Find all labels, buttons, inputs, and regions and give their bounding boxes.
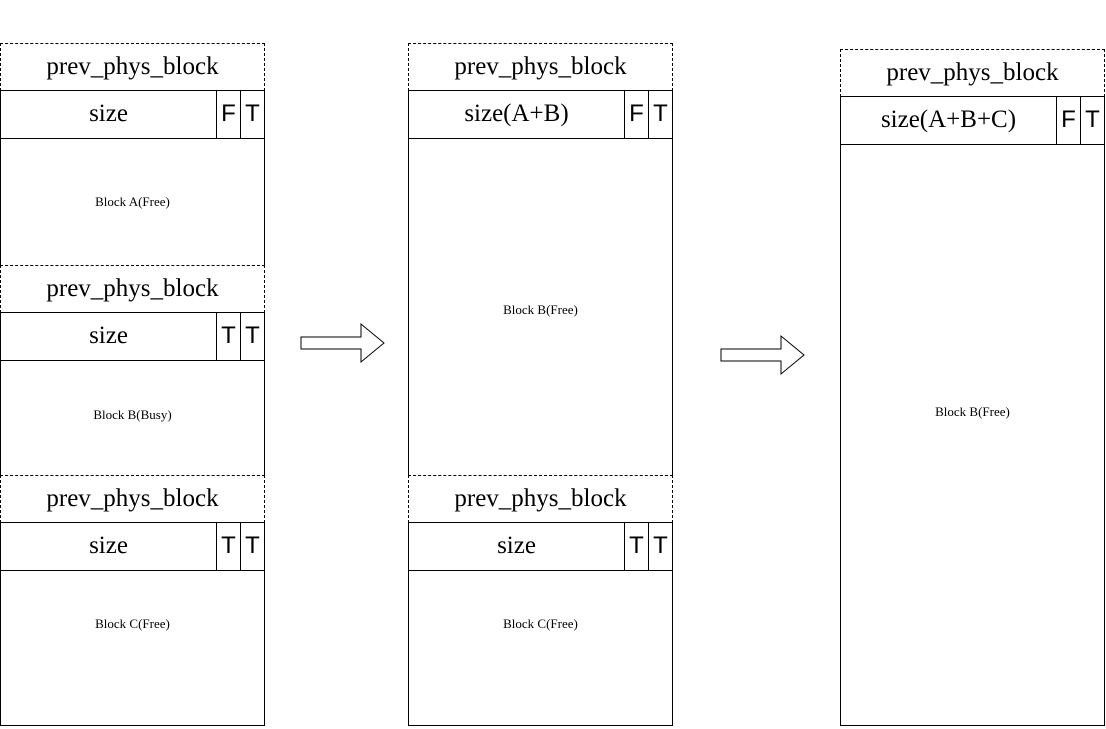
right-arrow-icon bbox=[300, 322, 385, 364]
block-a-prev-label: prev_phys_block bbox=[46, 53, 219, 80]
block-b-flag-1: T bbox=[216, 312, 241, 361]
block-c2-flag-1-label: T bbox=[629, 532, 644, 559]
block-a-body: Block A(Free) bbox=[0, 138, 265, 266]
block-c-flag-1: T bbox=[216, 522, 241, 571]
block-ab-size-cell: size(A+B) bbox=[408, 90, 625, 139]
block-ab-flag-2: T bbox=[648, 90, 673, 139]
block-c2-size-cell: size bbox=[408, 522, 625, 571]
block-a-size-label: size bbox=[89, 100, 128, 127]
block-c-flag-2-label: T bbox=[245, 532, 260, 559]
block-a-prev-phys-block: prev_phys_block bbox=[0, 43, 265, 91]
block-b-flag-1-label: T bbox=[221, 322, 236, 349]
block-c-body-label: Block C(Free) bbox=[95, 616, 170, 631]
block-abc-flag-2-label: T bbox=[1085, 106, 1100, 133]
block-ab-size-label: size(A+B) bbox=[464, 100, 569, 127]
block-c2-body: Block C(Free) bbox=[408, 570, 673, 726]
block-abc-flag-1: F bbox=[1056, 96, 1081, 145]
block-c2-size-label: size bbox=[497, 532, 536, 559]
block-c2-flag-1: T bbox=[624, 522, 649, 571]
block-c2-prev-label: prev_phys_block bbox=[454, 485, 627, 512]
block-abc-prev-phys-block: prev_phys_block bbox=[840, 49, 1105, 97]
block-abc-prev-label: prev_phys_block bbox=[886, 59, 1059, 86]
block-abc-flag-1-label: F bbox=[1061, 106, 1076, 133]
block-b-flag-2: T bbox=[240, 312, 265, 361]
block-ab-flag-1-label: F bbox=[629, 100, 644, 127]
block-abc-size-label: size(A+B+C) bbox=[880, 106, 1017, 133]
block-b-prev-label: prev_phys_block bbox=[46, 275, 219, 302]
block-c-prev-phys-block: prev_phys_block bbox=[0, 475, 265, 523]
block-c2-prev-phys-block: prev_phys_block bbox=[408, 475, 673, 523]
block-b-body-label: Block B(Busy) bbox=[93, 407, 172, 422]
block-abc-body-label: Block B(Free) bbox=[935, 404, 1010, 419]
block-a-flag-1-label: F bbox=[221, 100, 236, 127]
block-ab-body-label: Block B(Free) bbox=[503, 302, 578, 317]
block-a-flag-1: F bbox=[216, 90, 241, 139]
block-a-flag-2: T bbox=[240, 90, 265, 139]
block-c-size-cell: size bbox=[0, 522, 217, 571]
block-a-body-label: Block A(Free) bbox=[95, 194, 170, 209]
block-b-size-cell: size bbox=[0, 312, 217, 361]
block-ab-prev-label: prev_phys_block bbox=[454, 53, 627, 80]
block-abc-flag-2: T bbox=[1080, 96, 1105, 145]
block-b-flag-2-label: T bbox=[245, 322, 260, 349]
right-arrow-icon bbox=[720, 334, 805, 376]
block-ab-flag-2-label: T bbox=[653, 100, 668, 127]
block-c2-body-label: Block C(Free) bbox=[503, 616, 578, 631]
block-a-flag-2-label: T bbox=[245, 100, 260, 127]
block-c-flag-1-label: T bbox=[221, 532, 236, 559]
block-abc-size-cell: size(A+B+C) bbox=[840, 96, 1057, 145]
block-c2-flag-2-label: T bbox=[653, 532, 668, 559]
block-abc-body: Block B(Free) bbox=[840, 144, 1105, 726]
block-c-body: Block C(Free) bbox=[0, 570, 265, 726]
block-a-size-cell: size bbox=[0, 90, 217, 139]
block-ab-prev-phys-block: prev_phys_block bbox=[408, 43, 673, 91]
block-c-flag-2: T bbox=[240, 522, 265, 571]
block-c2-flag-2: T bbox=[648, 522, 673, 571]
block-c-prev-label: prev_phys_block bbox=[46, 485, 219, 512]
block-b-body: Block B(Busy) bbox=[0, 360, 265, 476]
block-ab-body: Block B(Free) bbox=[408, 138, 673, 476]
block-b-size-label: size bbox=[89, 322, 128, 349]
block-b-prev-phys-block: prev_phys_block bbox=[0, 265, 265, 313]
block-c-size-label: size bbox=[89, 532, 128, 559]
block-ab-flag-1: F bbox=[624, 90, 649, 139]
